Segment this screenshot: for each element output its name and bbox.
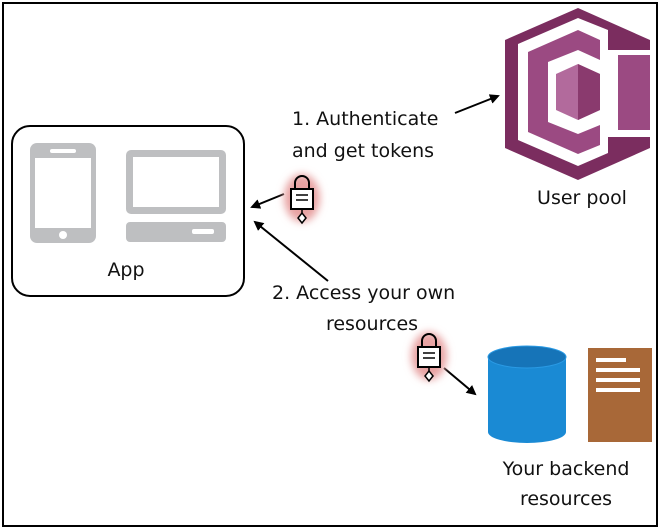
- database-icon: [487, 345, 567, 443]
- step2-label-line2: resources: [325, 313, 419, 335]
- user-pool-label: User pool: [537, 187, 627, 209]
- backend-label-line2: resources: [519, 488, 613, 510]
- step2-label-line1: 2. Access your own: [272, 282, 456, 304]
- arrow-access-to-app: [253, 220, 329, 282]
- arrow-to-backend: [443, 367, 477, 396]
- laptop-icon: [126, 150, 226, 242]
- lock-icon: [411, 332, 447, 383]
- step1-label-line1: 1. Authenticate: [292, 108, 439, 130]
- document-icon: [588, 348, 652, 442]
- phone-icon: [30, 143, 96, 243]
- backend-label-line1: Your backend: [502, 458, 630, 480]
- step1-label-line2: and get tokens: [292, 140, 435, 162]
- app-label: App: [107, 259, 145, 281]
- lock-icon: [284, 174, 320, 225]
- user-pool-icon: [505, 8, 650, 180]
- arrow-to-user-pool: [454, 94, 500, 114]
- arrow-token-to-app: [250, 193, 285, 209]
